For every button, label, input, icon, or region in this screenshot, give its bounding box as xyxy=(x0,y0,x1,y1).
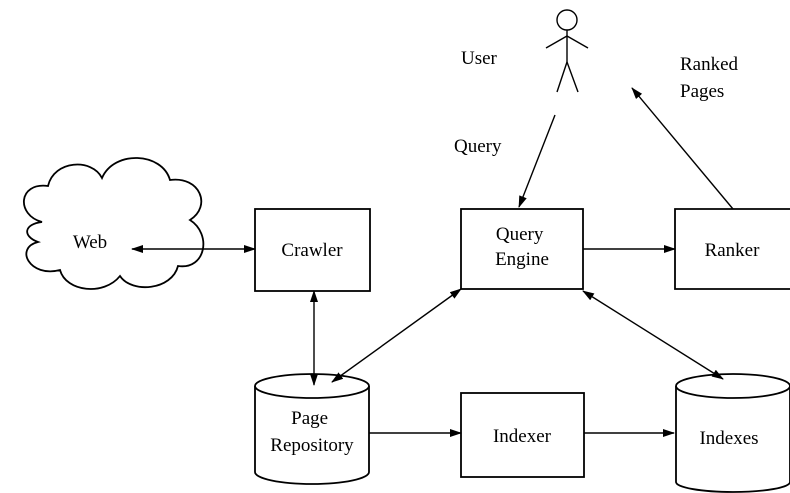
indexes-label: Indexes xyxy=(699,428,758,449)
user-arms-right xyxy=(566,35,589,49)
page-repository-cylinder-top xyxy=(254,373,370,399)
user-arms-left xyxy=(545,35,568,49)
query-engine-node: Query Engine xyxy=(460,208,584,290)
page-repository-node: Page Repository xyxy=(254,373,370,485)
indexer-node: Indexer xyxy=(460,392,585,478)
indexes-cylinder-top xyxy=(675,373,790,399)
edge-query-engine-indexes xyxy=(582,290,724,380)
ranked-pages-label-line-1: Ranked xyxy=(680,54,739,75)
query-engine-label: Query Engine xyxy=(495,224,549,270)
web-cloud-shape xyxy=(23,157,205,290)
page-repository-label: Page Repository xyxy=(270,408,354,456)
page-repository-label-line-1: Page xyxy=(291,408,328,429)
indexer-label: Indexer xyxy=(493,426,552,447)
ranker-label: Ranker xyxy=(705,240,761,261)
user-figure xyxy=(545,9,589,93)
ranker-node: Ranker xyxy=(674,208,790,290)
crawler-node: Crawler xyxy=(254,208,371,292)
query-label: Query xyxy=(454,136,502,157)
ranked-pages-label: Ranked Pages xyxy=(680,54,743,102)
page-repository-cylinder xyxy=(254,386,370,485)
page-repository-label-line-2: Repository xyxy=(270,435,354,456)
query-engine-box xyxy=(460,208,584,290)
user-label: User xyxy=(461,48,498,69)
edge-ranker-ranked-pages xyxy=(631,87,734,210)
indexes-node: Indexes xyxy=(675,373,790,493)
ranked-pages-label-line-2: Pages xyxy=(680,81,724,102)
user-leg-left xyxy=(556,61,568,93)
edge-page-repository-query-engine xyxy=(331,288,462,383)
edge-user-query-engine xyxy=(518,114,556,208)
query-engine-label-line-1: Query xyxy=(496,224,544,245)
user-head xyxy=(556,9,578,31)
indexes-cylinder xyxy=(675,386,790,493)
web-node: Web xyxy=(23,157,205,290)
user-leg-right xyxy=(566,61,579,93)
crawler-label: Crawler xyxy=(281,240,343,261)
indexer-box xyxy=(460,392,585,478)
crawler-box xyxy=(254,208,371,292)
query-engine-label-line-2: Engine xyxy=(495,249,549,270)
web-label: Web xyxy=(73,232,107,253)
